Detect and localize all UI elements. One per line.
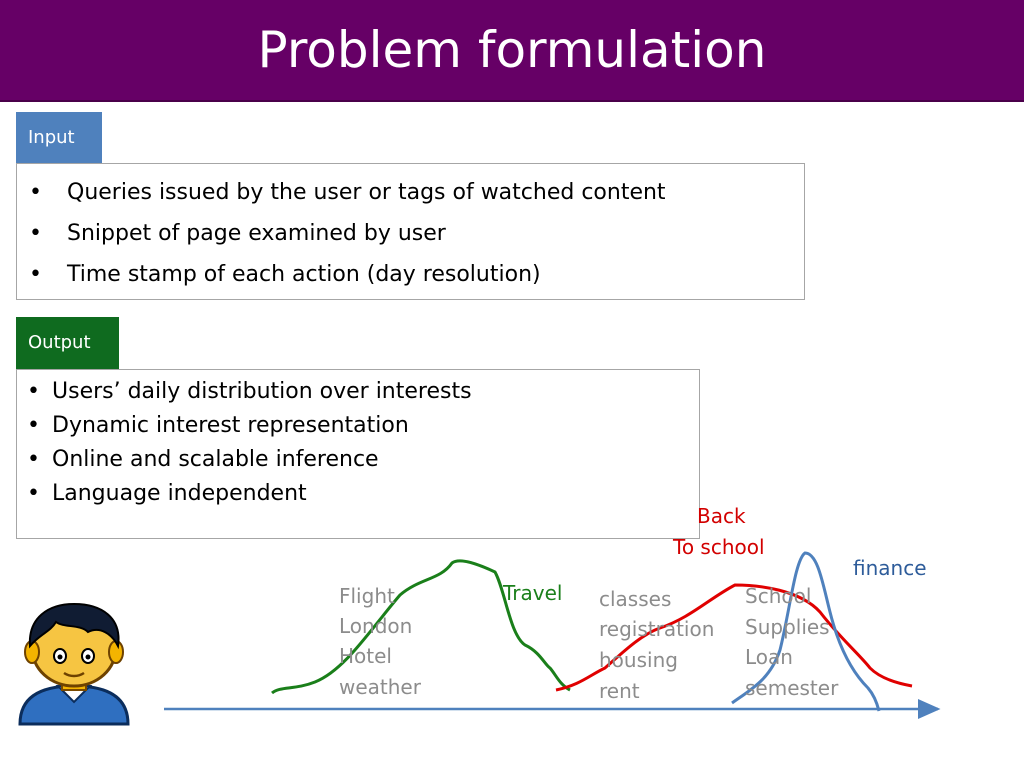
output-list: Users’ daily distribution over interests… (27, 375, 472, 511)
back-to-school-curve (555, 583, 913, 692)
input-list: Queries issued by the user or tags of wa… (29, 172, 666, 295)
user-avatar-icon (18, 602, 130, 726)
back-to-school-label-line2: To school (673, 535, 765, 559)
list-item: Snippet of page examined by user (29, 213, 666, 254)
travel-word: Flight (339, 584, 395, 608)
travel-word: London (339, 614, 413, 638)
title-bar: Problem formulation (0, 0, 1024, 102)
finance-word: Supplies (745, 615, 830, 639)
list-item: Users’ daily distribution over interests (27, 375, 472, 409)
input-box: Queries issued by the user or tags of wa… (16, 163, 805, 300)
list-item: Queries issued by the user or tags of wa… (29, 172, 666, 213)
school-word: classes (599, 587, 672, 611)
input-tag: Input (16, 112, 102, 164)
finance-word: Loan (745, 645, 793, 669)
travel-word: Hotel (339, 644, 392, 668)
travel-word: weather (339, 675, 421, 699)
finance-label: finance (853, 556, 927, 580)
finance-curve (731, 551, 881, 712)
slide-title: Problem formulation (257, 21, 767, 79)
list-item: Time stamp of each action (day resolutio… (29, 254, 666, 295)
school-word: rent (599, 679, 640, 703)
travel-curve (271, 559, 571, 695)
list-item: Online and scalable inference (27, 443, 472, 477)
finance-word: School (745, 584, 812, 608)
school-word: registration (599, 617, 715, 641)
output-box: Users’ daily distribution over interests… (16, 369, 700, 539)
travel-label: Travel (503, 581, 563, 605)
school-word: housing (599, 648, 678, 672)
list-item: Language independent (27, 477, 472, 511)
output-tag: Output (16, 317, 119, 369)
back-to-school-label-line1: Back (697, 504, 746, 528)
list-item: Dynamic interest representation (27, 409, 472, 443)
finance-word: semester (745, 676, 839, 700)
